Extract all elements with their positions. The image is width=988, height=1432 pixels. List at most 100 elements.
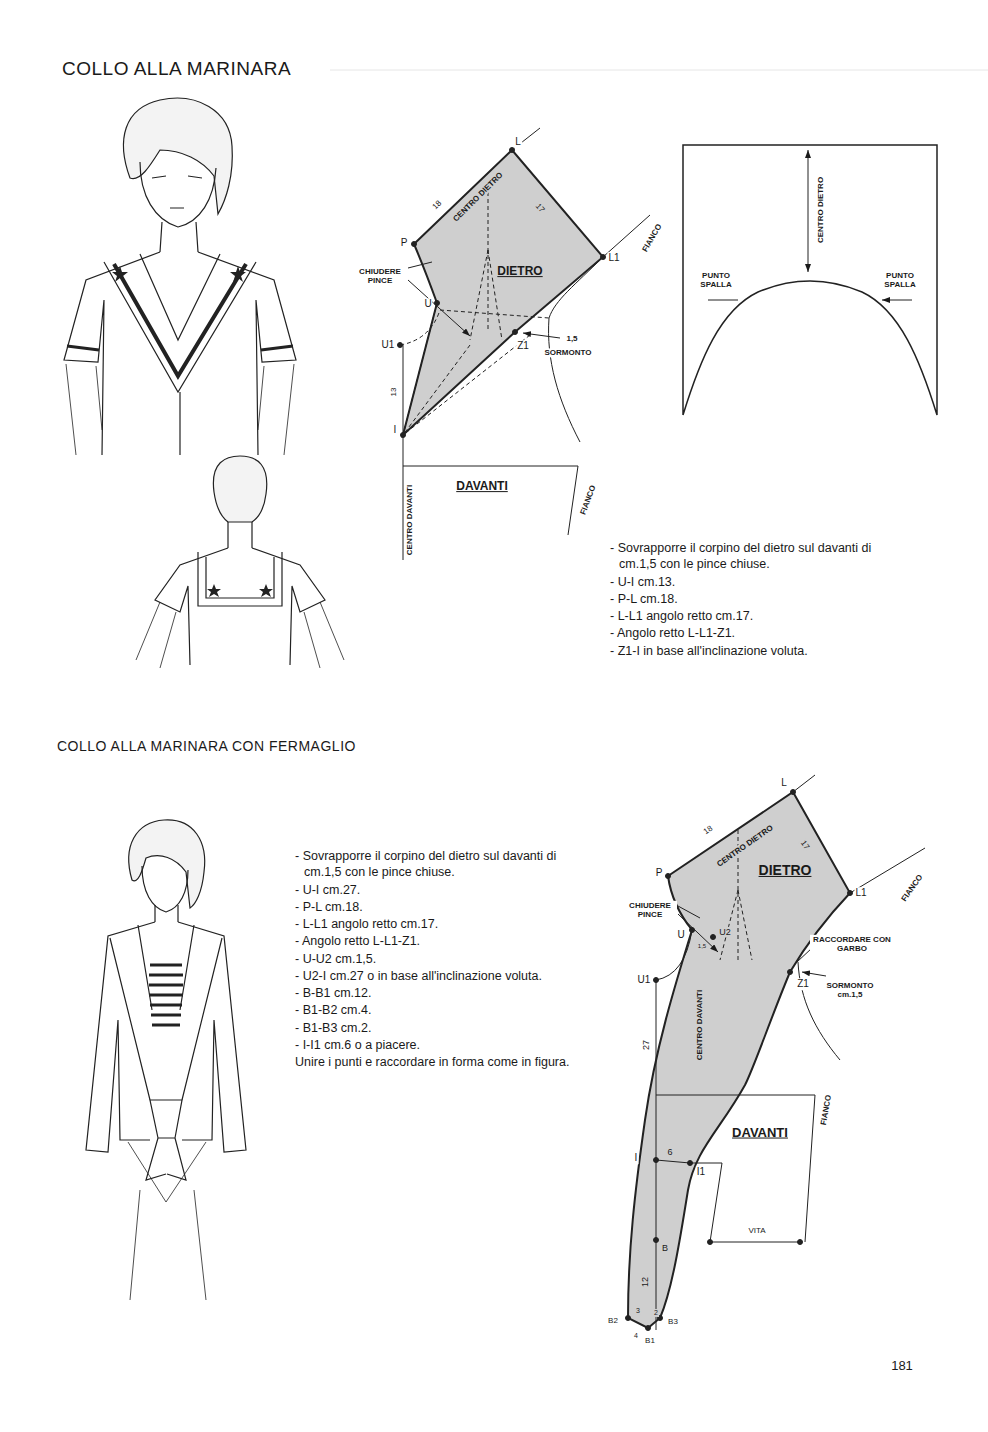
blouse-back: [155, 548, 325, 665]
hair: [213, 456, 266, 522]
pattern-label: FIANCO: [640, 222, 664, 255]
sailor-collar: [104, 254, 256, 392]
pattern-label: B2: [607, 1316, 619, 1325]
note-text: - L-L1 angolo retto cm.17.: [295, 916, 595, 932]
pattern-label: CENTRO DAVANTI: [695, 989, 704, 1061]
pattern-label: B3: [667, 1317, 679, 1326]
note-text: - B1-B2 cm.4.: [295, 1002, 595, 1018]
pattern-label: B1: [644, 1336, 656, 1345]
tie-clasp: [146, 1100, 186, 1180]
arrow: [523, 333, 560, 338]
neck: [160, 222, 198, 252]
pattern-label: VITA: [747, 1226, 766, 1235]
arm: [66, 364, 294, 455]
blouse-right: [198, 252, 296, 455]
pattern-label: 3: [635, 1307, 641, 1315]
collar-piece: [628, 792, 850, 1328]
pattern-label: 12: [640, 1276, 650, 1288]
pattern-label: 13: [389, 387, 398, 398]
placket: [179, 392, 180, 455]
pattern-label: 1,5: [697, 943, 707, 950]
pattern-label: SORMONTO: [544, 348, 593, 357]
neck: [155, 905, 178, 922]
note-text: - P-L cm.18.: [295, 899, 595, 915]
hair: [123, 98, 232, 214]
pattern-label: 27: [641, 1039, 651, 1051]
pattern-label: 1,5: [565, 334, 578, 343]
pattern-label: CENTRO DAVANTI: [405, 484, 414, 556]
pattern-label: SORMONTO cm.1,5: [822, 981, 878, 999]
face: [140, 162, 216, 227]
section-heading: COLLO ALLA MARINARA CON FERMAGLIO: [56, 738, 357, 754]
note-text: - P-L cm.18.: [610, 591, 888, 607]
note-text: - Sovrapporre il corpino del dietro sul …: [610, 540, 888, 573]
pattern-label: I: [634, 1152, 639, 1164]
pattern-label: DIETRO: [758, 862, 813, 878]
pattern-label: U: [676, 929, 685, 941]
pattern-label: B: [661, 1243, 669, 1253]
construction-line: [403, 185, 530, 435]
pattern-label: PUNTO SPALLA: [876, 271, 924, 289]
pattern-label: I1: [696, 1166, 706, 1178]
sailor-collar: [198, 552, 282, 606]
note-text: - U-I cm.13.: [610, 574, 888, 590]
pattern-label: CENTRO DIETRO: [816, 176, 825, 244]
pattern-label: CHIUDERE PINCE: [623, 901, 677, 919]
note-text: - U-I cm.27.: [295, 882, 595, 898]
note-text: - U-U2 cm.1,5.: [295, 951, 595, 967]
face: [142, 866, 188, 912]
pattern-label: CHIUDERE PINCE: [353, 267, 407, 285]
note-list: - Sovrapporre il corpino del dietro sul …: [295, 848, 595, 1070]
collar-outline: [683, 145, 937, 415]
star: [112, 266, 246, 282]
pattern-label: U1: [381, 339, 396, 351]
note-text: - L-L1 angolo retto cm.17.: [610, 608, 888, 624]
note-text: - Angolo retto L-L1-Z1.: [295, 933, 595, 949]
pattern-label: 6: [666, 1147, 673, 1157]
sleeve-band: [67, 346, 293, 350]
body: [128, 1142, 206, 1300]
note-text: - Z1-I in base all'inclinazione voluta.: [610, 643, 888, 659]
hair: [129, 820, 205, 908]
pattern-label: DAVANTI: [731, 1126, 789, 1141]
pattern-label: U2: [718, 927, 732, 937]
striped-top: [149, 965, 183, 1025]
pattern-label: DIETRO: [496, 265, 543, 279]
point-dot: [626, 790, 853, 1331]
note-text: - Angolo retto L-L1-Z1.: [610, 625, 888, 641]
front-bodice-line: [656, 980, 815, 1330]
star: [207, 584, 273, 597]
bodice-line: [793, 775, 925, 893]
pattern-label: Z1: [516, 340, 530, 352]
jacket: [86, 922, 246, 1152]
pattern-label: U1: [637, 974, 652, 986]
pattern-label: 2: [653, 1309, 659, 1317]
pattern-label: FIANCO: [578, 483, 598, 517]
front-bodice-line: [403, 345, 578, 560]
point-dot: [398, 148, 606, 438]
pattern-label: L1: [854, 887, 867, 899]
note-text: Unire i punti e raccordare in forma come…: [295, 1054, 595, 1070]
pattern-label: FIANCO: [899, 872, 925, 904]
bodice-line: [512, 128, 650, 257]
note-text: - U2-I cm.27 o in base all'inclinazione …: [295, 968, 595, 984]
note-list: - Sovrapporre il corpino del dietro sul …: [610, 540, 888, 659]
pattern-label: Z1: [796, 978, 810, 990]
pattern-label: 181: [890, 1359, 914, 1374]
note-text: - B1-B3 cm.2.: [295, 1020, 595, 1036]
blouse-left: [64, 252, 160, 455]
face-features: [152, 176, 202, 208]
note-text: - I-I1 cm.6 o a piacere.: [295, 1037, 595, 1053]
arm: [136, 602, 344, 668]
header-rule: [330, 70, 988, 71]
pattern-label: L: [780, 777, 788, 789]
pattern-label: 4: [633, 1332, 639, 1340]
pattern-label: RACCORDARE CON GARBO: [810, 935, 894, 953]
collar-stripe: [114, 264, 246, 376]
note-text: - B-B1 cm.12.: [295, 985, 595, 1001]
pattern-label: 18: [701, 823, 715, 837]
pattern-label: U: [423, 298, 432, 310]
pattern-label: FIANCO: [819, 1093, 834, 1127]
